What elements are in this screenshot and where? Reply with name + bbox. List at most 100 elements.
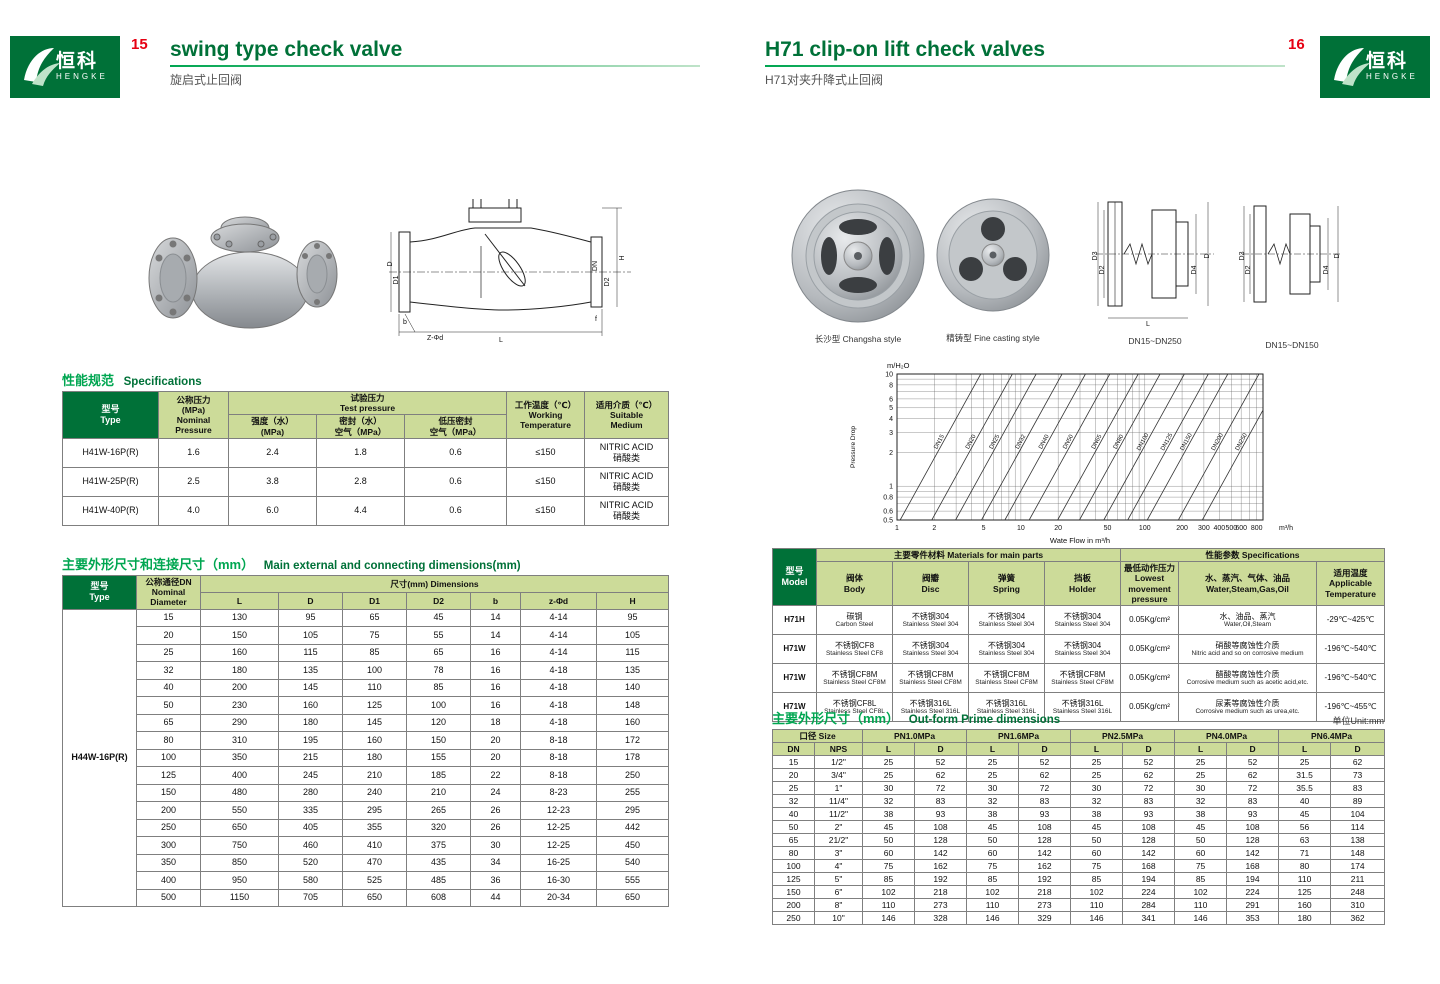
wafer-valve-drawing-large: D3 D2 D4 D L (1092, 201, 1214, 328)
dim-cell: 265 (406, 801, 471, 820)
outform-cell: 50 (1174, 833, 1228, 848)
outform-cell: 142 (1122, 846, 1176, 861)
outform-cell: 20 (772, 768, 815, 783)
materials-temp-cell: -29℃~425℃ (1316, 604, 1386, 635)
logo-brand-cn: 恒科 (1366, 51, 1409, 72)
dn-curve (981, 373, 1063, 521)
spec-section-title-cn: 性能规范 (62, 373, 115, 388)
outform-cell: 102 (1070, 885, 1124, 900)
dim-cell: 16 (470, 696, 521, 715)
dim-cell: 95 (278, 608, 343, 628)
hengke-leaf-icon (24, 48, 60, 86)
materials-pressure-cell: 0.05Kg/cm² (1120, 633, 1180, 664)
outform-cell: 75 (1174, 859, 1228, 874)
outform-cell: 250 (772, 911, 815, 926)
outform-cell: 85 (966, 872, 1020, 887)
outform-cell: 32 (1070, 794, 1124, 809)
dim-section-title: 主要外形尺寸和连接尺寸（mm） Main external and connec… (62, 554, 521, 573)
dim-cell: 80 (136, 731, 201, 750)
dn-curve-label: DN50 (1062, 433, 1075, 450)
y-axis-title: Pressure Drop (850, 426, 857, 468)
outform-cell: 142 (1018, 846, 1072, 861)
dim-cell: 540 (595, 853, 670, 873)
outform-cell: 211 (1330, 872, 1386, 887)
dim-cell: 470 (342, 853, 407, 873)
dim-cell: 12-25 (520, 836, 597, 855)
outform-cell: 52 (1018, 755, 1072, 770)
mat-header-model: 型号 Model (772, 548, 817, 606)
x-tick-label: 600 (1235, 525, 1247, 532)
dim-cell: 65 (406, 643, 471, 663)
dn-curve (1146, 373, 1229, 521)
spec-header-medium: 适用介质（℃） Suitable Medium (584, 391, 670, 439)
outform-header-pn16: PN1.6MPa (966, 728, 1072, 744)
dn-curve-label: DN65 (1091, 433, 1104, 450)
dn-curve-label: DN32 (1015, 433, 1028, 450)
dim-cell: 355 (342, 818, 407, 838)
dim-header-D1: D1 (342, 591, 407, 610)
outform-cell: 3" (814, 846, 863, 861)
outform-cell: 45 (1174, 820, 1228, 835)
hengke-leaf-icon (1334, 48, 1370, 86)
dim-label-d: D (1204, 253, 1211, 258)
outform-header-pn40: PN4.0MPa (1174, 728, 1280, 744)
dim-cell: 1150 (200, 888, 279, 908)
materials-temp-cell: -196℃~455℃ (1316, 691, 1386, 722)
dn-curve (1103, 373, 1185, 521)
dn-curve (1057, 373, 1139, 521)
outform-header-l: L (1278, 742, 1332, 757)
outform-cell: 192 (913, 872, 968, 887)
outform-table: 口径 Size PN1.0MPa PN1.6MPa PN2.5MPa PN4.0… (772, 728, 1386, 926)
outform-cell: 146 (1070, 911, 1124, 926)
outform-cell: 174 (1330, 859, 1386, 874)
right-title-block: H71 clip-on lift check valves H71对夹升降式止回… (765, 38, 1285, 88)
dim-cell: 210 (342, 766, 407, 785)
outform-cell: 353 (1226, 911, 1280, 926)
spec-header-test: 试验压力 Test pressure (227, 390, 508, 416)
outform-cell: 128 (1226, 833, 1280, 848)
outform-cell: 10" (814, 911, 863, 926)
outform-cell: 224 (1226, 885, 1280, 900)
y-tick-label: 6 (889, 396, 893, 403)
spec-cell-type: H41W-40P(R) (62, 495, 159, 526)
dim-cell: 580 (278, 871, 343, 890)
materials-medium-cell-cn: 水、油品、蒸汽 (1219, 611, 1276, 621)
outform-cell: 2" (814, 820, 863, 835)
outform-cell: 25 (1174, 768, 1228, 783)
outform-cell: 85 (1070, 872, 1124, 887)
outform-cell: 38 (1070, 807, 1124, 822)
dim-cell: 160 (278, 696, 343, 715)
outform-cell: 102 (966, 885, 1020, 900)
wafer-valve-drawing-small: D3 D2 D4 D (1239, 205, 1342, 303)
spec-cell-temp: ≤150 (506, 437, 586, 468)
materials-body-cell-cn: 碳钢 (846, 611, 863, 621)
x-axis-title: Wate Flow in m³/h (1050, 536, 1110, 545)
dim-section-title-cn: 主要外形尺寸和连接尺寸（mm） (62, 557, 255, 572)
outform-cell: 35.5 (1278, 781, 1332, 796)
materials-body-cell-en: Carbon Steel (835, 620, 874, 628)
dim-label-h: H (619, 255, 626, 260)
dim-cell: 8-23 (520, 783, 597, 803)
materials-holder-cell-en: Stainless Steel 304 (1054, 649, 1111, 657)
spec-cell-low: 0.6 (403, 437, 508, 468)
dim-cell: 16 (470, 678, 521, 698)
left-title-block: swing type check valve 旋启式止回阀 (170, 38, 700, 88)
outform-cell: 273 (1018, 898, 1072, 913)
dim-cell: 4-14 (520, 626, 597, 645)
outform-cell: 62 (1330, 755, 1386, 770)
dim-cell: 4-18 (520, 713, 597, 733)
dim-cell: 100 (136, 748, 201, 768)
outform-header-size: 口径 Size (772, 728, 863, 744)
dim-cell: 15 (136, 608, 201, 628)
